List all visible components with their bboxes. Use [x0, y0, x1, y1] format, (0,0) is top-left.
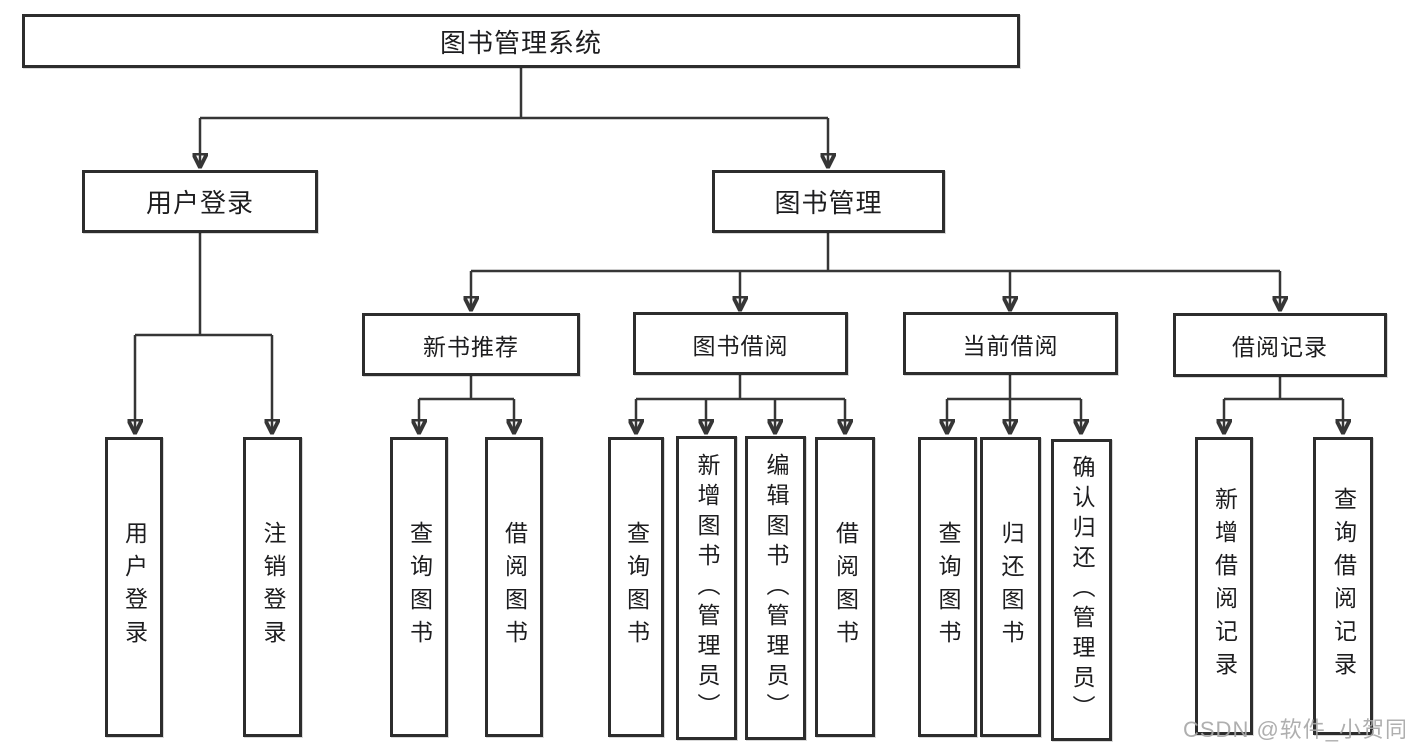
node-borrow-records: 借阅记录	[1173, 313, 1387, 377]
leaf-query-books-borrow: 查询图书	[608, 437, 664, 737]
leaf-query-borrow-record: 查询借阅记录	[1313, 437, 1373, 735]
leaf-borrow-books-newbook: 借阅图书	[485, 437, 543, 737]
leaf-query-books-newbook: 查询图书	[390, 437, 448, 737]
leaf-user-login: 用户登录	[105, 437, 163, 737]
leaf-confirm-return-admin: 确认归还（管理员）	[1051, 439, 1112, 741]
leaf-add-books-admin: 新增图书（管理员）	[676, 436, 737, 740]
leaf-logout: 注销登录	[243, 437, 302, 737]
leaf-borrow-books-borrow: 借阅图书	[815, 437, 875, 737]
watermark-text: CSDN @软件_小贺同学	[1183, 717, 1405, 742]
node-book-borrowing: 图书借阅	[633, 312, 848, 375]
node-library-system: 图书管理系统	[22, 14, 1020, 68]
node-new-book-recommend: 新书推荐	[362, 313, 580, 376]
node-current-borrowing: 当前借阅	[903, 312, 1118, 375]
node-book-management: 图书管理	[712, 170, 945, 233]
leaf-return-books: 归还图书	[980, 437, 1041, 737]
node-user-login-group: 用户登录	[82, 170, 318, 233]
leaf-edit-books-admin: 编辑图书（管理员）	[745, 436, 806, 740]
leaf-query-books-current: 查询图书	[918, 437, 977, 737]
leaf-add-borrow-record: 新增借阅记录	[1195, 437, 1253, 735]
